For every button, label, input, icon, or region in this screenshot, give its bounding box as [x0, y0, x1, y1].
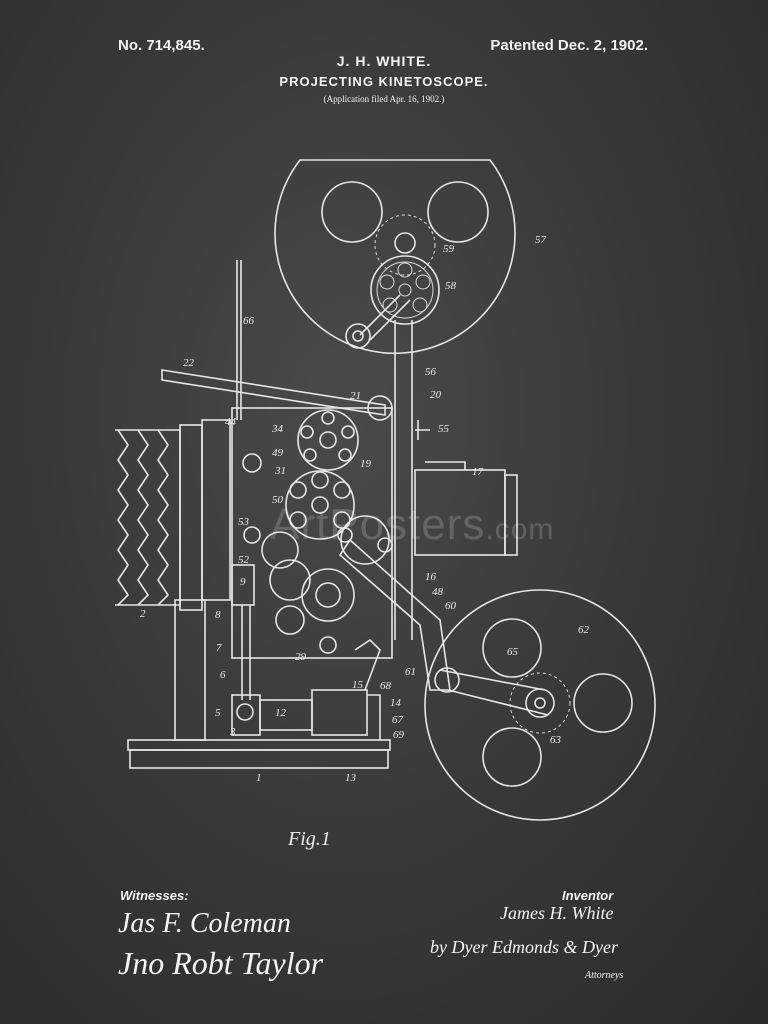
ref-numeral: 63: [550, 734, 562, 746]
ref-numeral: 2: [140, 608, 146, 620]
patent-title: PROJECTING KINETOSCOPE.: [279, 74, 489, 89]
witness-signature-1: Jas F. Coleman: [118, 908, 291, 939]
attorneys-signature: by Dyer Edmonds & Dyer: [430, 937, 618, 957]
ref-numeral: 13: [345, 772, 357, 784]
ref-numeral: 65: [507, 646, 519, 658]
watermark-brand: ArtPosters: [270, 500, 486, 549]
application-date: (Application filed Apr. 16, 1902.): [323, 94, 445, 104]
ref-numeral: 60: [445, 600, 457, 612]
ref-numeral: 58: [445, 280, 457, 292]
witnesses-label: Witnesses:: [120, 888, 189, 903]
ref-numeral: 34: [271, 423, 284, 435]
patent-number: No. 714,845.: [118, 37, 205, 54]
watermark-suffix: .com: [485, 513, 555, 546]
ref-numeral: 7: [216, 642, 222, 654]
attorneys-label: Attorneys: [585, 970, 624, 981]
ref-numeral: 66: [243, 315, 255, 327]
sprocket-59: [394, 232, 416, 254]
ref-numeral: 22: [183, 357, 195, 369]
ref-numeral: 3: [229, 726, 236, 738]
patent-date: Patented Dec. 2, 1902.: [490, 37, 648, 54]
ref-numeral: 12: [275, 707, 287, 719]
ref-numeral: 21: [350, 390, 361, 402]
witness-signature-2: Jno Robt Taylor: [118, 945, 324, 981]
ref-numeral: 61: [405, 666, 416, 678]
ref-numeral: 69: [393, 729, 405, 741]
reel-hole: [321, 181, 383, 243]
ref-numeral: 20: [430, 389, 442, 401]
upper-reel-housing: [274, 159, 516, 355]
ref-numeral: 15: [352, 679, 364, 691]
ref-numeral: 56: [425, 366, 437, 378]
ref-numeral: 14: [390, 697, 402, 709]
ref-numeral: 44: [225, 416, 237, 428]
ref-numeral: 62: [578, 624, 590, 636]
ref-numeral: 1: [256, 772, 262, 784]
ref-numeral: 50: [272, 494, 284, 506]
ref-numeral: 55: [438, 423, 450, 435]
ref-numeral: 19: [360, 458, 372, 470]
gear-58: [370, 255, 440, 325]
ref-numeral: 48: [432, 586, 444, 598]
ref-numeral: 49: [272, 447, 284, 459]
lower-reel: [424, 589, 656, 821]
reel-hole: [427, 181, 489, 243]
ref-numeral: 52: [238, 554, 250, 566]
watermark: ArtPosters.com: [270, 500, 554, 550]
ref-numeral: 31: [274, 465, 286, 477]
ref-numeral: 17: [472, 466, 484, 478]
ref-numeral: 9: [240, 576, 246, 588]
ref-numeral: 59: [443, 243, 455, 255]
ref-numeral: 6: [220, 669, 226, 681]
inventor-label: Inventor: [562, 888, 614, 903]
ref-numeral: 29: [295, 651, 307, 663]
ref-numeral: 68: [380, 680, 392, 692]
inventor-signature: James H. White: [500, 903, 614, 923]
ref-numeral: 8: [215, 609, 221, 621]
ref-numeral: 5: [215, 707, 221, 719]
ref-numeral: 16: [425, 571, 437, 583]
figure-caption: Fig.1: [287, 828, 331, 850]
ref-numeral: 57: [535, 234, 547, 246]
inventor-header: J. H. WHITE.: [336, 53, 432, 69]
ref-numeral: 67: [392, 714, 404, 726]
ref-numeral: 53: [238, 516, 250, 528]
